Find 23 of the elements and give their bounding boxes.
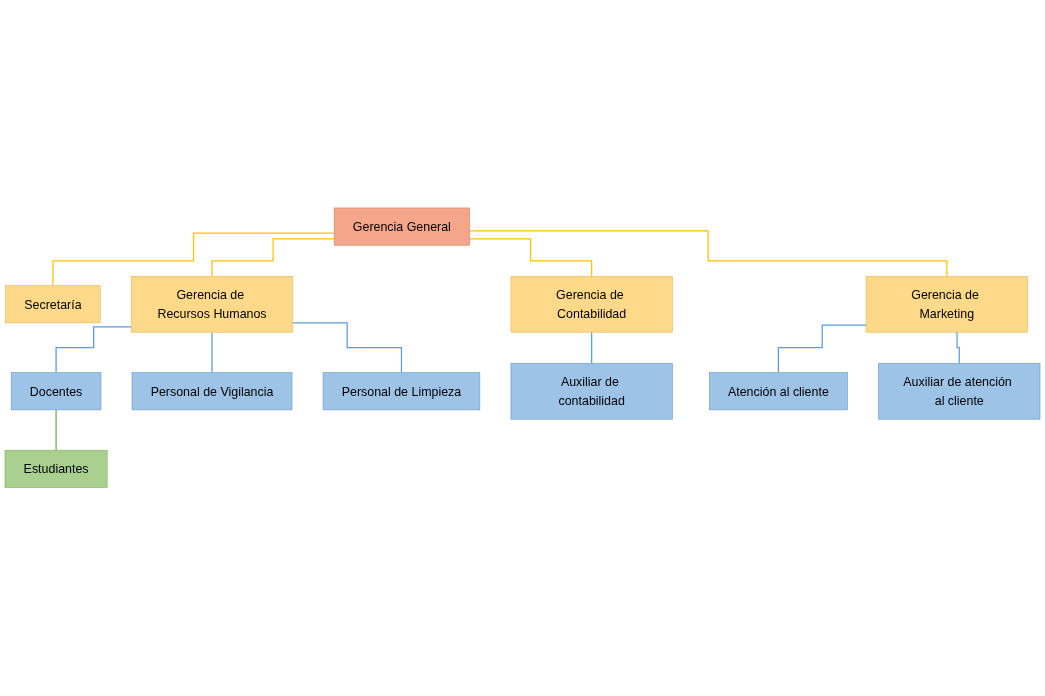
connector: [211, 331, 213, 374]
connector: [468, 238, 593, 278]
node-box: Personal de Limpieza: [322, 372, 481, 411]
node-box: Auxiliar de atención al cliente: [878, 363, 1041, 420]
node-box: Gerencia de Marketing: [865, 276, 1028, 333]
connector: [954, 331, 960, 365]
connector: [55, 326, 132, 374]
connector: [52, 232, 335, 287]
node-box: Docentes: [10, 372, 102, 411]
node-box: Auxiliar de contabilidad: [510, 363, 673, 420]
node-box: Gerencia General: [333, 207, 470, 246]
connector: [292, 322, 403, 374]
connector: [591, 331, 593, 365]
connector: [468, 230, 948, 278]
node-box: Atención al cliente: [709, 372, 848, 411]
connector: [211, 238, 335, 278]
node-box: Personal de Vigilancia: [131, 372, 293, 411]
node-box: Estudiantes: [4, 450, 108, 489]
connector: [55, 409, 57, 452]
node-box: Gerencia de Contabilidad: [510, 276, 673, 333]
node-box: Secretaría: [5, 285, 101, 324]
connector: [777, 324, 867, 374]
node-box: Gerencia de Recursos Humanos: [130, 276, 294, 333]
